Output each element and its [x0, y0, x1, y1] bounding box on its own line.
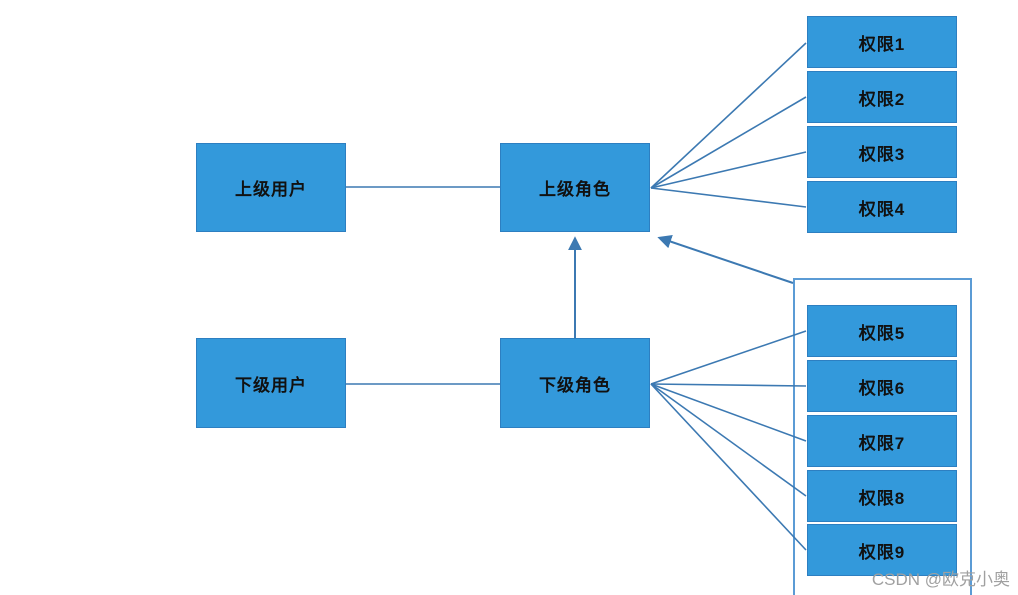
- edge-superior-role-to-permission-4: [650, 187, 807, 208]
- edge-subordinate-role-to-permission-5: [650, 330, 807, 385]
- node-superior-role: 上级角色: [500, 143, 650, 232]
- node-permission-5: 权限5: [807, 305, 957, 357]
- node-permission-1: 权限1: [807, 16, 957, 68]
- edge-superior-role-to-permission-2: [650, 96, 807, 189]
- edge-superior-role-to-permission-1: [650, 42, 807, 189]
- node-permission-2: 权限2: [807, 71, 957, 123]
- watermark: CSDN @欧克小奥: [871, 570, 1010, 589]
- node-superior-user: 上级用户: [196, 143, 346, 232]
- edge-permission-group-to-superior-role: [657, 234, 794, 284]
- node-permission-4: 权限4: [807, 181, 957, 233]
- node-permission-9: 权限9: [807, 524, 957, 576]
- edge-superior-role-to-permission-3: [650, 151, 807, 189]
- edge-subordinate-role-to-permission-6: [650, 383, 807, 387]
- node-permission-8: 权限8: [807, 470, 957, 522]
- node-permission-7: 权限7: [807, 415, 957, 467]
- edge-subordinate-role-to-permission-7: [650, 383, 807, 442]
- node-subordinate-role: 下级角色: [500, 338, 650, 428]
- node-permission-6: 权限6: [807, 360, 957, 412]
- edge-subordinate-role-to-permission-8: [650, 383, 807, 497]
- node-subordinate-user: 下级用户: [196, 338, 346, 428]
- node-permission-3: 权限3: [807, 126, 957, 178]
- edge-subordinate-role-to-permission-9: [650, 383, 807, 551]
